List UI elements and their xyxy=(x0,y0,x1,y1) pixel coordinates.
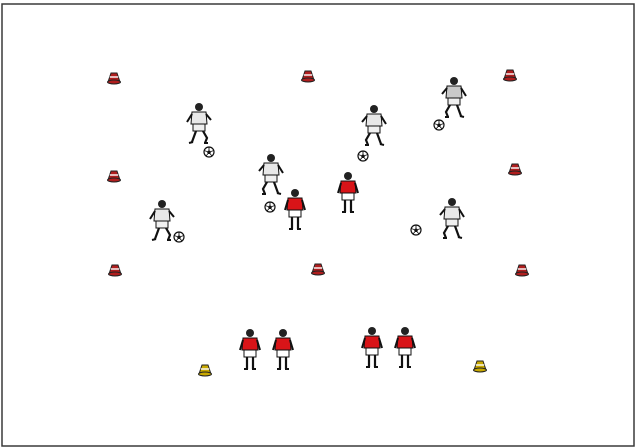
soccer-ball-icon xyxy=(204,147,214,157)
soccer-ball-icon xyxy=(411,225,421,235)
soccer-ball-icon xyxy=(434,120,444,130)
pitch-border xyxy=(2,4,634,446)
soccer-ball-icon xyxy=(358,151,368,161)
soccer-ball-icon xyxy=(265,202,275,212)
soccer-ball-icon xyxy=(174,232,184,242)
